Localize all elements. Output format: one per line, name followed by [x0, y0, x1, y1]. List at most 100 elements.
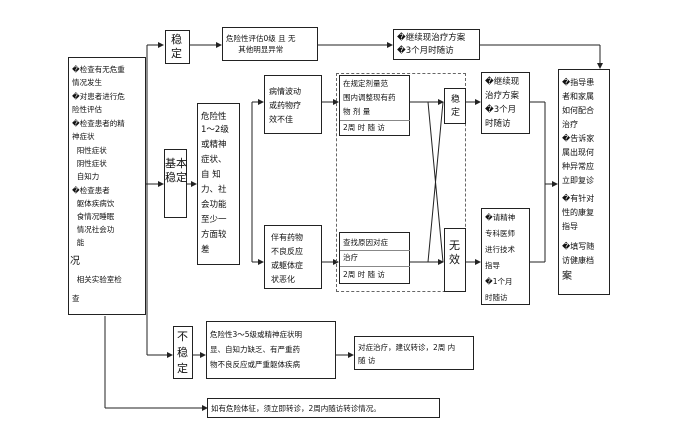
ineffective-result-box: �请精神 专科医师 进行技术 指导 �1个月 时随访 — [481, 208, 530, 305]
effect-poor-line: 或药物疗 — [269, 101, 301, 110]
unstable-desc-line: 显、自知力缺乏、有严重药 — [210, 345, 300, 354]
risk-line: 危险性 — [201, 112, 227, 122]
adjust-dose-line: 物 剂 量 — [343, 107, 371, 116]
side-effect-line: 或躯体症 — [271, 261, 303, 270]
guidance-line: 案 — [562, 271, 572, 282]
stable-label: 稳 定 — [171, 33, 182, 60]
unstable-action-box: 对症治疗，建议转诊，2周 内 随 访 — [354, 336, 474, 370]
effect-poor-line: 病情波动 — [269, 87, 301, 96]
emergency-box: 如有危险体征，须立即转诊，2周内随访转诊情况。 — [207, 398, 440, 418]
risk-line: 力、社 — [201, 185, 227, 195]
side-effect-box: 伴有药物 不良反应 或躯体症 状恶化 — [264, 225, 322, 289]
guidance-line: 种异常应 — [562, 162, 594, 171]
risk-line: 会功能 — [201, 200, 227, 210]
stable-result-line: �3个月时随访 — [397, 46, 454, 56]
assessment-line: 自知力 — [72, 172, 100, 181]
stable-desc-box: 危险性评估0级 且 无 其他明显异常 — [222, 27, 318, 61]
assessment-line: �检查有无危重 — [72, 65, 125, 74]
adjust-dose-followup: 2周 时 随 访 — [343, 123, 385, 132]
risk-line: 自 知 — [201, 170, 221, 180]
unstable-desc-line: 危险性3～5级或精神症状明 — [210, 330, 303, 339]
stable-result-box: �继续现治疗方案 �3个月时随访 — [393, 29, 480, 60]
side-effect-line: 不良反应 — [271, 247, 303, 256]
unstable-desc-box: 危险性3～5级或精神症状明 显、自知力缺乏、有严重药 物不良反应或严重躯体疾病 — [206, 321, 336, 379]
risk-line: 或精神 — [201, 140, 227, 150]
emergency-text: 如有危险体征，须立即转诊，2周内随访转诊情况。 — [211, 404, 381, 413]
ineffective-line: 时随访 — [485, 293, 508, 302]
find-cause-line: 治疗 — [343, 253, 358, 262]
adjust-dose-line: 围内调整现有药 — [343, 93, 396, 102]
guidance-line: 治疗 — [562, 120, 578, 129]
risk-line: 症状、 — [201, 155, 227, 165]
side-effect-line: 状恶化 — [271, 275, 295, 284]
basic-stable-label: 基本 稳定 — [165, 157, 187, 184]
stable-desc: 危险性评估0级 且 无 其他明显异常 — [226, 34, 296, 54]
risk-line: 方面较 — [201, 230, 227, 240]
assessment-line: �检查患者 — [72, 186, 110, 195]
find-cause-followup: 2周 时 随 访 — [343, 270, 385, 279]
adjust-dose-line: 在规定剂量范 — [343, 79, 388, 88]
assessment-line: 神症状 — [72, 132, 95, 141]
ineffective-label: 无 效 — [449, 239, 460, 266]
assessment-line: �对患者进行危 — [72, 92, 125, 101]
assessment-line: 相关实验室检 — [72, 275, 122, 284]
risk-line: 差 — [201, 245, 210, 255]
stable-result-line: �继续现治疗方案 — [397, 33, 466, 43]
guidance-line: �指导患 — [562, 78, 595, 87]
assessment-line: 躯体疾病饮 — [72, 199, 115, 208]
assessment-line: 阴性症状 — [72, 159, 107, 168]
stable-outcome-line: 时随访 — [485, 119, 511, 129]
assessment-line: 食情况睡眠 — [72, 212, 115, 221]
guidance-line: 性的康复 — [562, 208, 594, 217]
unstable-action-line: 对症治疗，建议转诊，2周 内 — [358, 343, 456, 352]
ineffective-line: �1个月 — [485, 277, 513, 286]
stable-outcome-line: 治疗方案 — [485, 91, 520, 101]
guidance-line: 如何配合 — [562, 106, 594, 115]
ineffective-line: 进行技术 — [485, 245, 515, 254]
assessment-line: 阳性症状 — [72, 146, 107, 155]
guidance-line: �有针对 — [562, 194, 595, 203]
guidance-line: �填写随 — [562, 242, 595, 251]
assessment-line: 查 — [72, 294, 80, 303]
risk-level-box: 危险性 1～2级 或精神 症状、 自 知 力、社 会功能 至少一 方面较 差 — [197, 103, 240, 265]
risk-line: 至少一 — [201, 215, 227, 225]
effect-poor-box: 病情波动 或药物疗 效不佳 — [264, 75, 322, 134]
guidance-box: �指导患 者和家属 如何配合 治疗 �告诉家 属出现何 种异常应 立即复诊 �有… — [558, 69, 610, 295]
assessment-line: 况 — [70, 256, 80, 267]
unstable-action-line: 随 访 — [358, 356, 376, 365]
guidance-line: 属出现何 — [562, 148, 594, 157]
stable-outcome-line: �3个月 — [485, 105, 517, 115]
assessment-line: 险性评估 — [72, 105, 102, 114]
stable-outcome-box: 稳 定 — [444, 88, 466, 124]
treatment-group-outline — [336, 73, 466, 292]
ineffective-line: 专科医师 — [485, 229, 515, 238]
stable-box: 稳 定 — [165, 30, 190, 64]
guidance-line: 访健康档 — [562, 256, 594, 265]
risk-line: 1～2级 — [201, 125, 229, 135]
assessment-line: 能 — [72, 238, 85, 247]
ineffective-line: 指导 — [485, 261, 500, 270]
effect-poor-line: 效不佳 — [269, 115, 293, 124]
assessment-line: �检查患者的精 — [72, 119, 125, 128]
unstable-box: 不 稳 定 — [173, 326, 193, 379]
guidance-line: 指导 — [562, 222, 578, 231]
ineffective-box: 无 效 — [444, 228, 466, 292]
assessment-line: 情况社会功 — [72, 225, 115, 234]
guidance-line: �告诉家 — [562, 134, 595, 143]
assessment-line: 情况发生 — [72, 78, 102, 87]
find-cause-line: 查找原因对症 — [343, 238, 388, 247]
find-cause-box: 查找原因对症 治疗 2周 时 随 访 — [339, 232, 410, 284]
stable-outcome-result-box: �继续现 治疗方案 �3个月 时随访 — [481, 72, 530, 134]
adjust-dose-box: 在规定剂量范 围内调整现有药 物 剂 量 2周 时 随 访 — [339, 75, 410, 136]
unstable-label: 不 稳 定 — [177, 330, 188, 375]
guidance-line: 立即复诊 — [562, 176, 594, 185]
stable-outcome-label: 稳 定 — [451, 95, 461, 118]
basic-stable-box: 基本 稳定 — [164, 149, 187, 218]
side-effect-line: 伴有药物 — [271, 233, 303, 242]
ineffective-line: �请精神 — [485, 213, 516, 222]
unstable-desc-line: 物不良反应或严重躯体疾病 — [210, 360, 300, 369]
guidance-line: 者和家属 — [562, 92, 594, 101]
stable-outcome-line: �继续现 — [485, 77, 520, 87]
